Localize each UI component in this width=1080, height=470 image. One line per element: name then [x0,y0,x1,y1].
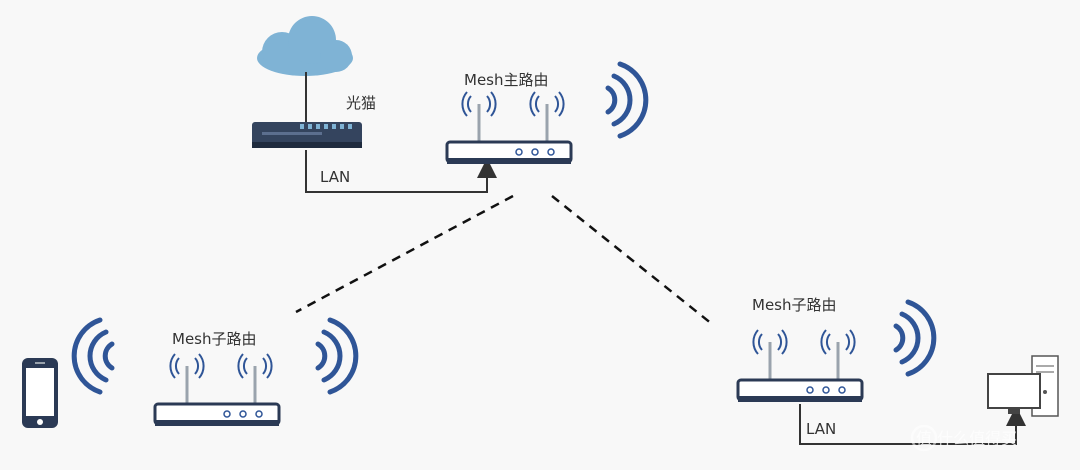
sub-router-left-wifi-signal-right-icon [318,320,356,392]
main-router-wifi-signal-icon [608,64,646,136]
mesh-link-right [551,195,713,325]
modem-icon [252,122,362,148]
lan-label-bottom: LAN [806,420,836,438]
modem-label: 光猫 [346,94,376,112]
sub-router-left-wifi-signal-left-icon [74,320,112,392]
sub-router-right-label: Mesh子路由 [752,296,837,314]
sub-router-right-icon [736,328,864,404]
desktop-computer-icon [987,355,1059,417]
mesh-link-left [295,194,514,314]
sub-router-left-icon [153,352,281,428]
watermark-logo-icon [910,424,938,452]
phone-icon [22,358,58,428]
main-router-label: Mesh主路由 [464,71,549,89]
cloud-icon [257,16,353,76]
watermark-text: 值 什么值得买 [916,429,1017,448]
lan-link-bottom [799,404,1026,445]
main-router-icon [445,90,573,166]
sub-router-left-label: Mesh子路由 [172,330,257,348]
lan-label-top: LAN [320,168,350,186]
lan-link-top [305,150,497,193]
sub-router-right-wifi-signal-icon [896,302,934,374]
